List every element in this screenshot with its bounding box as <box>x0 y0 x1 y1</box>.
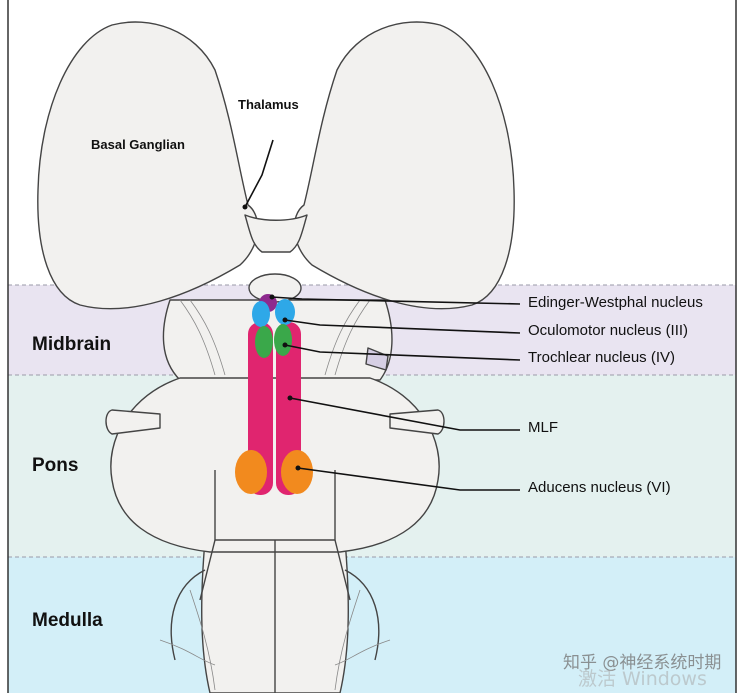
region-label-medulla: Medulla <box>32 610 103 631</box>
oculomotor-right <box>275 299 295 325</box>
callout-mlf: MLF <box>528 419 558 436</box>
watermark-text: 知乎 @神经系统时期 <box>563 653 722 673</box>
nuclei-group <box>235 294 313 495</box>
callout-abducens: Aducens nucleus (VI) <box>528 479 671 496</box>
trochlear-left <box>255 326 273 358</box>
region-label-pons: Pons <box>32 455 79 476</box>
fiber-lines <box>159 299 391 691</box>
leader-trochlear <box>284 344 521 361</box>
right-hemisphere <box>293 21 515 310</box>
leader-oculomotor <box>284 319 521 334</box>
abducens-left <box>235 450 267 494</box>
left-peduncle <box>105 409 161 435</box>
watermark-activate: 激活 Windows <box>578 668 707 690</box>
leader-lines <box>244 139 521 491</box>
leader-edinger-westphal <box>271 296 521 305</box>
leader-dots <box>242 204 301 471</box>
oculomotor-left <box>252 301 270 327</box>
callout-trochlear: Trochlear nucleus (IV) <box>528 349 675 366</box>
brainstem-outline <box>37 21 515 693</box>
pons-shape <box>110 377 440 553</box>
rootlet <box>199 539 216 601</box>
leader-mlf <box>289 397 520 431</box>
left-hemisphere <box>37 21 259 310</box>
thalamus-shape <box>244 214 308 253</box>
rootlet <box>344 569 380 661</box>
trochlear-right <box>274 324 292 356</box>
callout-edinger-westphal: Edinger-Westphal nucleus <box>528 294 703 311</box>
leader-abducens <box>297 467 520 491</box>
rootlet <box>334 539 351 601</box>
rootlet <box>170 569 206 661</box>
leader-thalamus <box>244 139 274 208</box>
thalamus-label: Thalamus <box>238 97 299 112</box>
medulla-band <box>8 557 736 693</box>
abducens-right <box>281 450 313 494</box>
region-label-midbrain: Midbrain <box>32 334 112 355</box>
callout-oculomotor: Oculomotor nucleus (III) <box>528 322 689 339</box>
basal-ganglia-label: Basal Ganglian <box>91 137 185 152</box>
